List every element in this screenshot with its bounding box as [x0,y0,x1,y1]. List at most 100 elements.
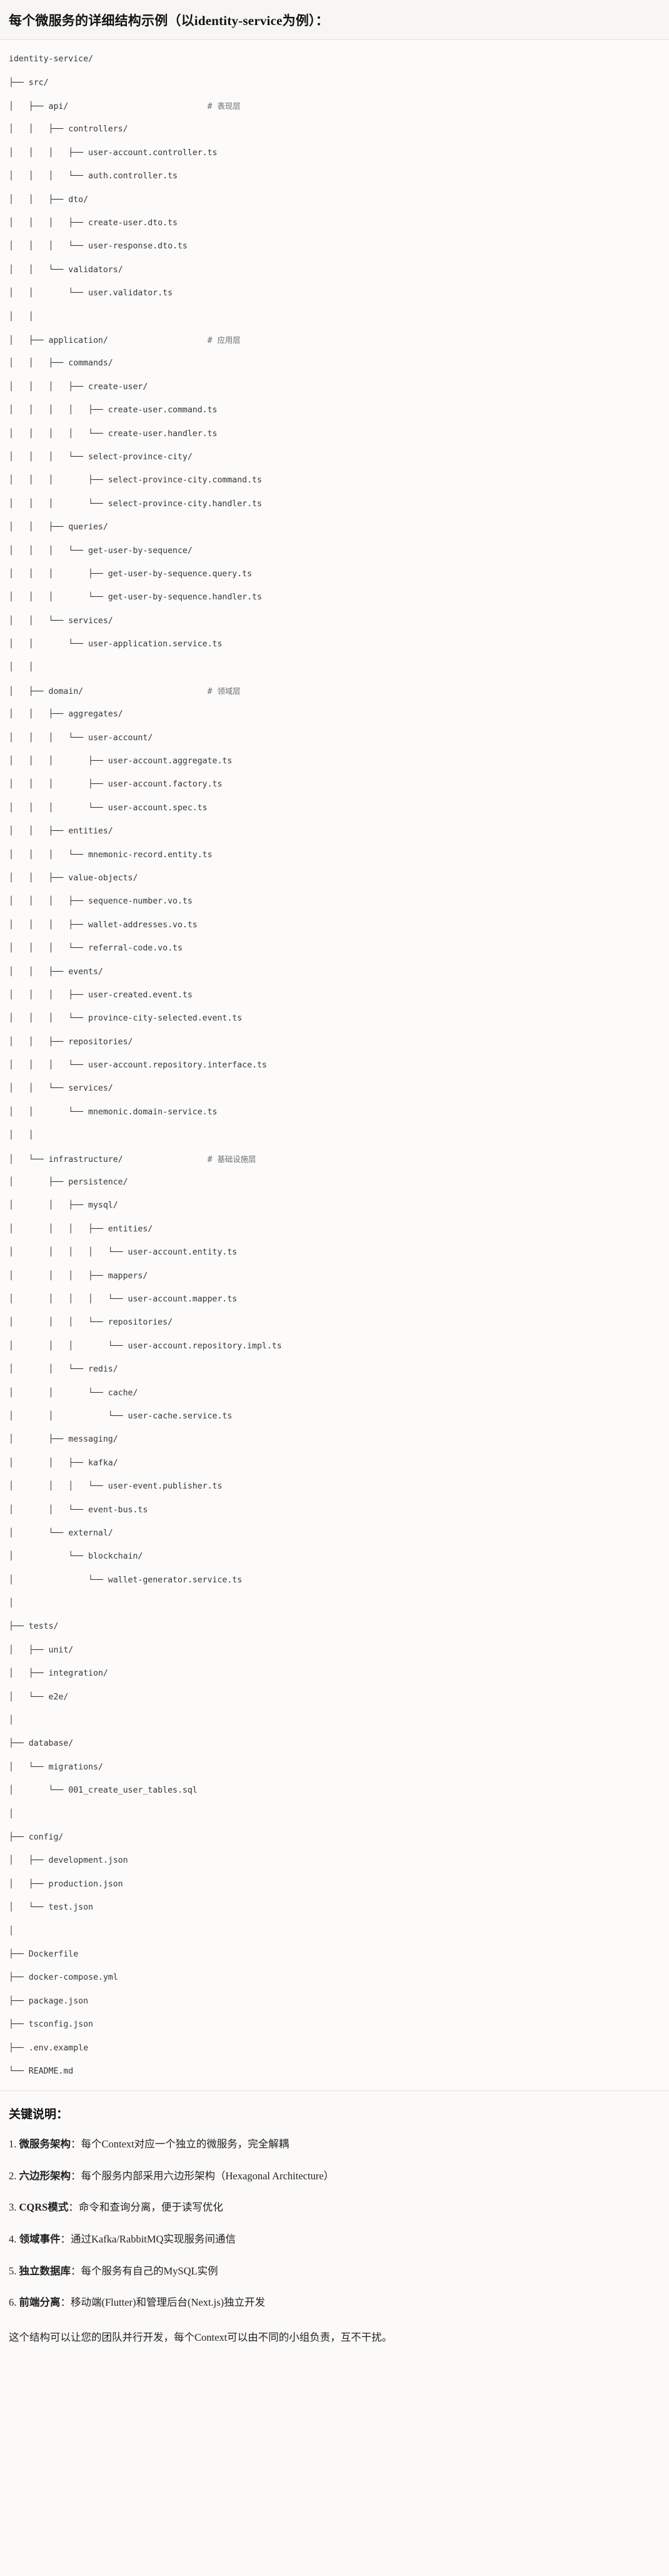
tree-line: │ │ │ └── province-city-selected.event.t… [9,1013,660,1025]
tree-line: │ └── 001_create_user_tables.sql [9,1785,660,1797]
key-point-separator: ： [68,2201,79,2214]
tree-line: │ │ │ └── user-account.repository.impl.t… [9,1341,660,1353]
tree-line: ├── config/ [9,1832,660,1844]
tree-line: identity-service/ [9,54,660,66]
hash-icon: # [207,686,218,696]
tree-path: │ │ │ └── user-account.repository.interf… [9,1061,267,1071]
key-points-title: 关键说明： [9,2107,69,2121]
tree-path: │ │ │ └── referral-code.vo.ts [9,944,183,954]
tree-path: │ │ [9,1131,34,1141]
tree-comment: # 应用层 [208,335,241,345]
key-point-description: 每个服务有自己的MySQL实例 [81,2264,218,2277]
tree-line: │ │ ├── commands/ [9,358,660,370]
tree-path: ├── src/ [9,78,49,88]
tree-path: │ [9,1926,14,1936]
tree-path: │ │ │ └── repositories/ [9,1318,173,1328]
tree-path: ├── tests/ [9,1622,59,1632]
key-point-term: 六边形架构 [19,2169,71,2182]
tree-line: │ │ │ ├── user-created.event.ts [9,990,660,1002]
tree-path: │ ├── application/ [9,335,108,345]
tree-line: │ └── external/ [9,1528,660,1540]
key-point-item: 2. 六边形架构：每个服务内部采用六边形架构（Hexagonal Archite… [9,2168,660,2184]
tree-path: │ └── infrastructure/ [9,1154,123,1164]
tree-line: │ │ │ │ └── user-account.mapper.ts [9,1294,660,1306]
tree-line: │ │ │ ├── create-user.dto.ts [9,218,660,230]
tree-path: │ │ ├── controllers/ [9,125,128,135]
tree-line: │ [9,1598,660,1610]
tree-comment: # 领域层 [207,686,241,696]
tree-line: │ │ │ └── get-user-by-sequence.handler.t… [9,592,660,604]
tree-path: │ │ │ │ └── user-account.mapper.ts [9,1295,238,1304]
key-point-term: 微服务架构 [19,2138,71,2151]
tree-path: │ │ └── services/ [9,616,113,626]
tree-line: │ │ │ └── mnemonic-record.entity.ts [9,850,660,862]
tree-line: │ ├── unit/ [9,1645,660,1657]
tree-path: │ │ ├── repositories/ [9,1037,133,1047]
tree-path: │ │ │ ├── mappers/ [9,1271,148,1281]
tree-path: │ │ ├── dto/ [9,195,89,205]
tree-path: │ │ └── user-cache.service.ts [9,1411,233,1421]
tree-line: │ ├── production.json [9,1879,660,1891]
key-point-number: 2. [9,2169,19,2182]
tree-path: │ │ └── user.validator.ts [9,288,173,298]
tree-path: ├── Dockerfile [9,1949,79,1959]
tree-path: │ │ │ │ ├── create-user.command.ts [9,405,218,415]
tree-path: │ │ ├── commands/ [9,359,113,369]
tree-path: │ │ └── validators/ [9,265,123,275]
tree-line: │ ├── development.json [9,1855,660,1867]
key-point-item: 4. 领域事件：通过Kafka/RabbitMQ实现服务间通信 [9,2231,660,2248]
tree-line: │ │ └── event-bus.ts [9,1505,660,1517]
tree-line: │ │ │ ├── mappers/ [9,1271,660,1283]
tree-path: │ │ ├── kafka/ [9,1458,118,1468]
tree-line: │ └── e2e/ [9,1692,660,1704]
tree-line: ├── .env.example [9,2043,660,2055]
tree-line: ├── docker-compose.yml [9,1972,660,1984]
tree-path: │ └── test.json [9,1903,93,1913]
tree-path: │ └── 001_create_user_tables.sql [9,1786,198,1796]
tree-path: │ └── wallet-generator.service.ts [9,1575,243,1585]
tree-path: identity-service/ [9,54,93,64]
tree-line: │ │ │ └── auth.controller.ts [9,171,660,183]
tree-line: │ │ │ └── select-province-city.handler.t… [9,499,660,511]
tree-line: │ │ ├── mysql/ [9,1200,660,1212]
tree-line: │ │ │ │ └── create-user.handler.ts [9,429,660,440]
tree-path: │ │ │ ├── sequence-number.vo.ts [9,897,193,907]
tree-path: │ │ │ └── get-user-by-sequence/ [9,546,193,556]
tree-path: │ │ │ └── province-city-selected.event.t… [9,1014,243,1024]
tree-line: │ │ ├── events/ [9,967,660,979]
tree-path: │ │ │ ├── select-province-city.command.t… [9,476,262,486]
tree-line: │ │ ├── kafka/ [9,1458,660,1470]
tree-line: │ │ │ │ ├── create-user.command.ts [9,405,660,417]
tree-path: │ └── e2e/ [9,1692,69,1702]
tree-path: │ [9,1599,14,1609]
section-divider [0,2090,669,2091]
tree-line: │ │ └── services/ [9,1083,660,1095]
tree-path: │ ├── unit/ [9,1645,74,1655]
tree-path: │ │ └── cache/ [9,1388,138,1398]
tree-path: │ │ │ ├── wallet-addresses.vo.ts [9,920,198,930]
tree-line: ├── tsconfig.json [9,2019,660,2031]
tree-path: │ └── external/ [9,1528,113,1538]
tree-path: │ ├── domain/ [9,686,84,696]
tree-comment-text: 应用层 [217,335,241,345]
tree-line: ├── tests/ [9,1621,660,1633]
tree-path: │ │ │ └── get-user-by-sequence.handler.t… [9,593,262,603]
tree-line: │ ├── application/ # 应用层 [9,335,660,347]
tree-line: │ ├── integration/ [9,1668,660,1680]
tree-comment-text: 基础设施层 [217,1154,256,1164]
key-point-item: 6. 前端分离：移动端(Flutter)和管理后台(Next.js)独立开发 [9,2294,660,2311]
tree-path: │ │ ├── aggregates/ [9,710,123,720]
tree-path: │ └── blockchain/ [9,1552,143,1562]
tree-line: │ │ ├── repositories/ [9,1037,660,1049]
tree-line: │ │ └── mnemonic.domain-service.ts [9,1107,660,1119]
tree-comment-text: 表现层 [217,101,241,111]
tree-path: │ └── migrations/ [9,1762,103,1772]
tree-path: │ │ │ └── select-province-city/ [9,452,193,462]
tree-path: ├── tsconfig.json [9,2020,93,2030]
tree-line: │ │ [9,662,660,674]
tree-path: │ │ │ └── user-account/ [9,733,153,743]
tree-path: │ │ ├── mysql/ [9,1201,118,1211]
tree-path: ├── .env.example [9,2043,89,2053]
tree-pad [68,102,207,111]
